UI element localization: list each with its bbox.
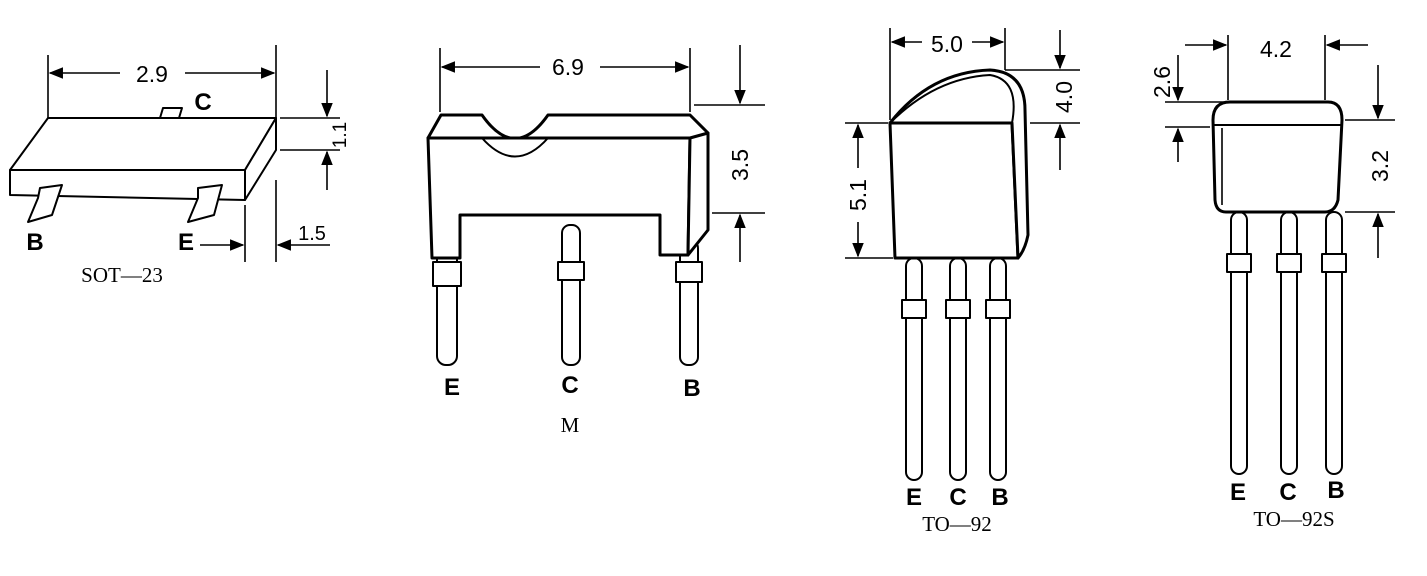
to92-pin-c-label: C	[949, 484, 966, 511]
to92-front-face	[888, 121, 1020, 260]
sot23-pin-c-label: C	[194, 89, 211, 116]
sot23-pin-b	[27, 184, 63, 223]
to92-top-label: 4.0	[1051, 81, 1077, 113]
to92s-lead-b-shoulder	[1321, 253, 1347, 273]
sot23-height-label: 1.1	[330, 122, 351, 148]
m-pin-e-label: E	[444, 374, 460, 401]
m-leads	[432, 224, 703, 366]
sot23-pin-c	[159, 107, 183, 119]
m-lead-e-shoulder	[432, 261, 462, 287]
to92s-pin-b-label: B	[1327, 477, 1344, 504]
m-lead-b-shoulder	[675, 261, 703, 283]
m-height-label: 3.5	[727, 149, 753, 181]
to92-width-label: 5.0	[931, 31, 963, 57]
sot23-width-label: 2.9	[136, 61, 168, 87]
to92-top-edge	[889, 73, 1015, 124]
to92s-package-name: TO—92S	[1253, 507, 1334, 531]
to92-lead-e-shoulder	[901, 299, 927, 319]
to92-lead-b-shoulder	[985, 299, 1011, 319]
to92s-body	[1211, 100, 1344, 214]
to92s-pin-c-label: C	[1279, 479, 1296, 506]
m-groove	[481, 137, 549, 158]
to92-pin-e-label: E	[906, 484, 922, 511]
sot23-lead-label: 1.5	[298, 223, 326, 245]
to92s-lead-e	[1230, 211, 1248, 475]
to92-leads	[901, 257, 1011, 481]
m-package-name: M	[561, 413, 580, 437]
m-package: 6.9 3.5 E C B M	[426, 45, 765, 437]
m-front-face	[426, 136, 692, 260]
to92s-lead-c	[1280, 211, 1298, 475]
m-top-surface	[426, 113, 710, 142]
to92s-package: 4.2 2.6 3.2 E C B TO—92S	[1149, 35, 1395, 531]
m-lead-b	[679, 239, 699, 366]
to92-body-label: 5.1	[845, 179, 871, 211]
to92s-lead-b	[1325, 211, 1343, 475]
to92-lead-e	[905, 257, 923, 481]
m-lead-c	[561, 224, 581, 366]
to92s-lead-e-shoulder	[1226, 253, 1252, 273]
to92s-width-label: 4.2	[1260, 36, 1292, 62]
to92-lead-c-shoulder	[945, 299, 971, 319]
m-pin-b-label: B	[683, 375, 700, 402]
to92-package-name: TO—92	[922, 512, 992, 536]
to92s-pin-e-label: E	[1230, 479, 1246, 506]
sot23-package-name: SOT—23	[81, 263, 163, 287]
to92s-top-label: 2.6	[1149, 66, 1175, 98]
m-lead-c-shoulder	[557, 261, 585, 281]
to92-package: 5.0 4.0 5.1 E C B TO—92	[845, 28, 1080, 536]
to92-lead-b	[989, 257, 1007, 481]
to92-round-back	[888, 68, 1030, 260]
sot23-side-face	[244, 117, 277, 201]
to92s-body-label: 3.2	[1367, 150, 1393, 182]
m-pin-c-label: C	[561, 372, 578, 399]
sot23-top-face	[9, 117, 277, 171]
m-side-face	[686, 131, 710, 257]
to92-lead-c	[949, 257, 967, 481]
to92-pin-b-label: B	[991, 484, 1008, 511]
to92s-lead-c-shoulder	[1276, 253, 1302, 273]
sot23-pin-b-label: B	[26, 229, 43, 256]
sot23-package: 2.9 1.1 1.5 C B E SOT—23	[9, 45, 351, 287]
to92s-leads	[1226, 211, 1347, 475]
sot23-pin-e-label: E	[178, 229, 194, 256]
sot23-pin-e	[187, 184, 223, 223]
m-width-label: 6.9	[552, 54, 584, 80]
